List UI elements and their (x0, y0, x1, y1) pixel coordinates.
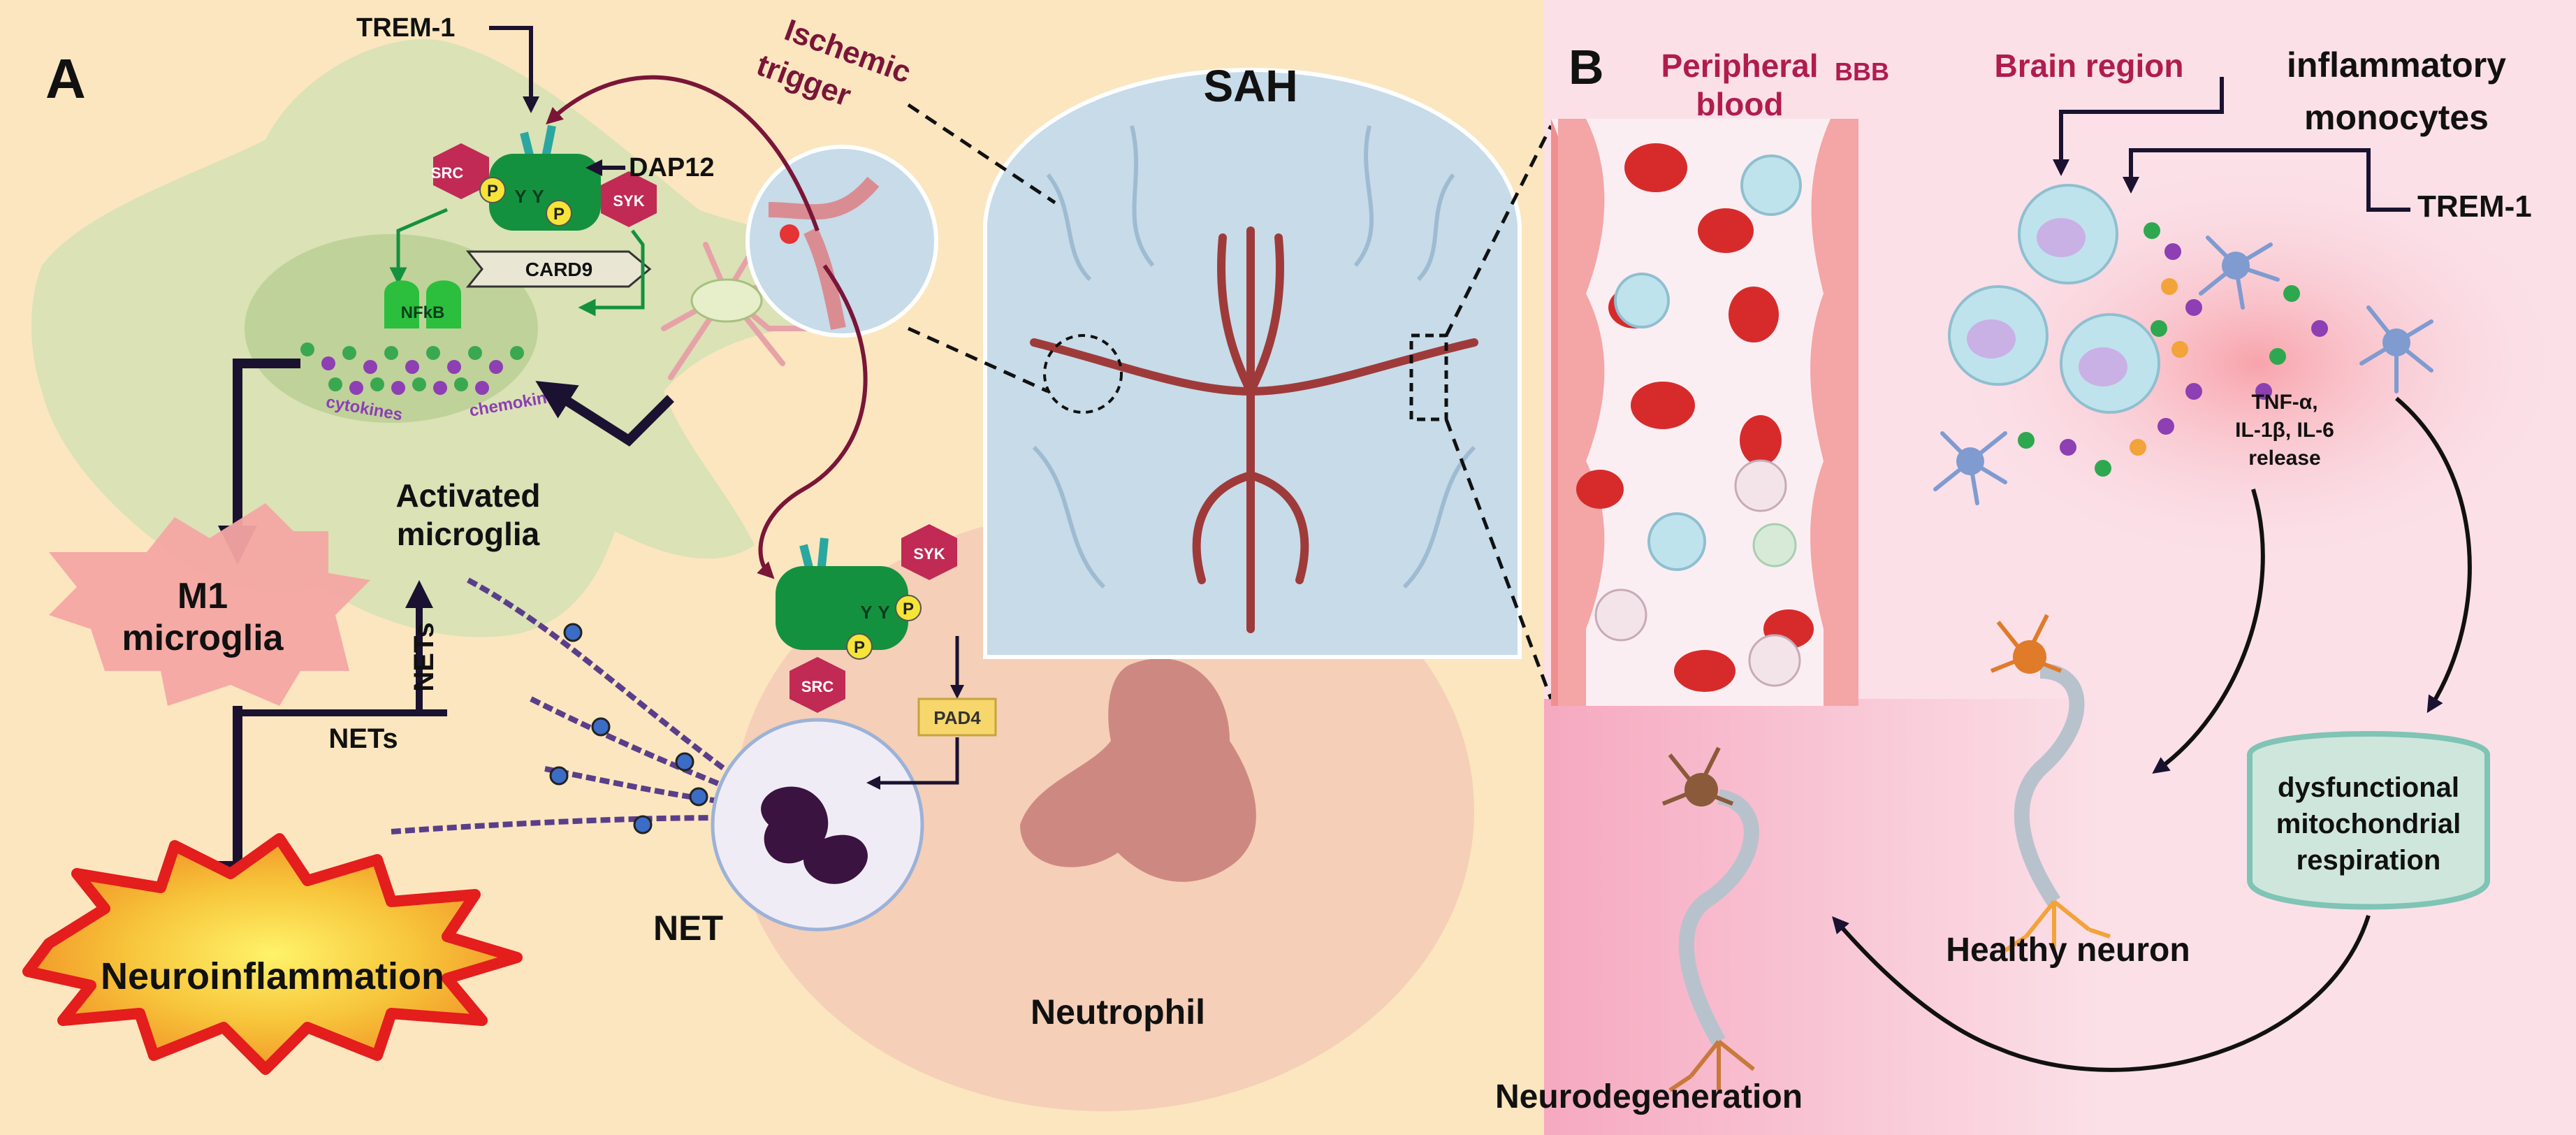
brain-monocyte-nuclei (1967, 218, 2127, 386)
magnify-line-2 (907, 326, 1049, 393)
neutrophil-receptor-complex (776, 524, 957, 713)
activated-to-cytokines-arrow (535, 380, 674, 447)
m1-line2: microglia (122, 618, 284, 658)
syk-kinase (601, 171, 657, 227)
ischemic-to-trem1-arrow (546, 75, 820, 232)
cytokine-dots (300, 342, 524, 395)
syk-to-card9-arrow (578, 229, 645, 317)
src-label: SRC (431, 164, 464, 182)
y-label-1: Y (514, 186, 526, 207)
m1-microglia-cell (49, 503, 370, 706)
neuroinflammation-label: Neuroinflammation (101, 955, 444, 997)
net-beads (549, 623, 708, 834)
src-label-2: SRC (801, 678, 834, 695)
release-to-neuron-arrow (2152, 489, 2265, 774)
mito-line1: dysfunctional (2278, 772, 2459, 803)
syk-label: SYK (613, 192, 644, 210)
vessel-cells-left (1558, 119, 1605, 706)
net-cell-nucleus (761, 786, 868, 884)
neuroinflammation-burst (22, 833, 523, 1075)
pad4-to-net-arrow (866, 737, 959, 790)
neutrophil-label: Neutrophil (1031, 992, 1205, 1032)
mitochondrion-shape (2247, 731, 2490, 910)
trem1-arrow-a (489, 26, 539, 113)
mitochondria-to-neurodegeneration-arrow (1832, 915, 2371, 1072)
release-line3: release (2248, 447, 2320, 470)
trem1-label-b: TREM-1 (2417, 189, 2532, 224)
aneurysm-vessel (768, 176, 880, 331)
microglia-body-1 (2222, 252, 2250, 280)
aneurysm-magnified-circle (745, 145, 938, 338)
brain-arteries (1030, 226, 1478, 633)
brain-gyri (1032, 125, 1476, 589)
inflammatory-monocytes-line1: inflammatory (2287, 45, 2506, 85)
vessel-wall-bbb (1810, 119, 1858, 706)
release-line2: IL-1β, IL-6 (2235, 419, 2334, 442)
mito-line2: mitochondrial (2276, 809, 2461, 839)
brain-region-label: Brain region (1995, 48, 2184, 84)
healthy-neuron-label: Healthy neuron (1946, 932, 2190, 969)
pad4-label: PAD4 (933, 707, 981, 728)
mito-line3: respiration (2297, 845, 2441, 876)
nets-label-horizontal: NETs (328, 723, 398, 754)
ischemic-to-neutrophil-arrow (757, 264, 868, 579)
card9-box (465, 250, 652, 288)
net-label: NET (653, 909, 723, 948)
aneurysm-bleed (780, 224, 799, 244)
trem1-receptor-complex (433, 124, 657, 231)
y-label-2: Y (532, 186, 544, 207)
nfkb-shape (384, 280, 461, 328)
microglia-body-3 (1956, 447, 1984, 475)
syk-label-2: SYK (913, 545, 945, 563)
panel-b-letter: B (1569, 40, 1604, 94)
brain-zoom-box (1409, 333, 1448, 421)
src-kinase (433, 143, 489, 199)
brain-microglia-cells (1933, 236, 2433, 505)
inflammatory-monocytes-line2: monocytes (2304, 98, 2489, 137)
m1-line1: M1 (177, 576, 228, 616)
activated-microglia-line2: microglia (397, 516, 540, 552)
p-label-1: P (487, 182, 498, 201)
degenerating-neuron (1661, 746, 1759, 1092)
dap12-label: DAP12 (629, 153, 715, 182)
aneurysm-location-circle (1043, 334, 1123, 414)
p-label-4: P (903, 600, 914, 619)
p-label-3: P (854, 638, 865, 657)
healthy-neuron (1990, 614, 2111, 953)
phospho-site-1 (479, 177, 506, 203)
p-label-2: P (553, 205, 565, 224)
neutrophil-nucleus-lobes (1020, 658, 1256, 882)
zoom-line-2 (1444, 419, 1553, 700)
magnify-line-1 (907, 103, 1056, 205)
card9-label: CARD9 (525, 259, 592, 280)
blood-neutrophils (1594, 459, 1801, 687)
mediator-dots (2018, 222, 2328, 477)
microglia-body-2 (2382, 328, 2410, 356)
pad4-box (917, 697, 997, 737)
peripheral-blood-line1: Peripheral (1661, 48, 1819, 84)
y-label-3: Y (860, 602, 872, 623)
neurodegeneration-label: Neurodegeneration (1495, 1078, 1803, 1115)
zoom-line-1 (1444, 124, 1553, 337)
panel-a-letter: A (45, 48, 86, 110)
cytokines-to-m1-arrow (218, 359, 300, 565)
trem1-dap12-barrel (489, 154, 601, 231)
release-line1: TNF-α, (2251, 391, 2317, 414)
phospho-site-2 (546, 200, 572, 226)
sah-label: SAH (1203, 61, 1297, 111)
trem1-label-a: TREM-1 (356, 13, 455, 43)
monocytes-arrow (2053, 77, 2224, 176)
y-label-4: Y (878, 602, 889, 623)
trem1-arrow-b (2123, 148, 2410, 212)
peripheral-blood-line2: blood (1696, 86, 1783, 122)
bbb-label: BBB (1835, 57, 1889, 86)
blood-monocytes (1614, 154, 1802, 571)
nets-label-vertical: NETs (409, 622, 439, 691)
neurodegeneration-zone (1544, 699, 2103, 1135)
activated-microglia-line1: Activated (395, 477, 540, 514)
nfkb-label: NFkB (401, 303, 445, 322)
src-to-nfkb-arrow (389, 208, 448, 285)
microglia-to-mitochondria-arrow (2395, 396, 2472, 714)
